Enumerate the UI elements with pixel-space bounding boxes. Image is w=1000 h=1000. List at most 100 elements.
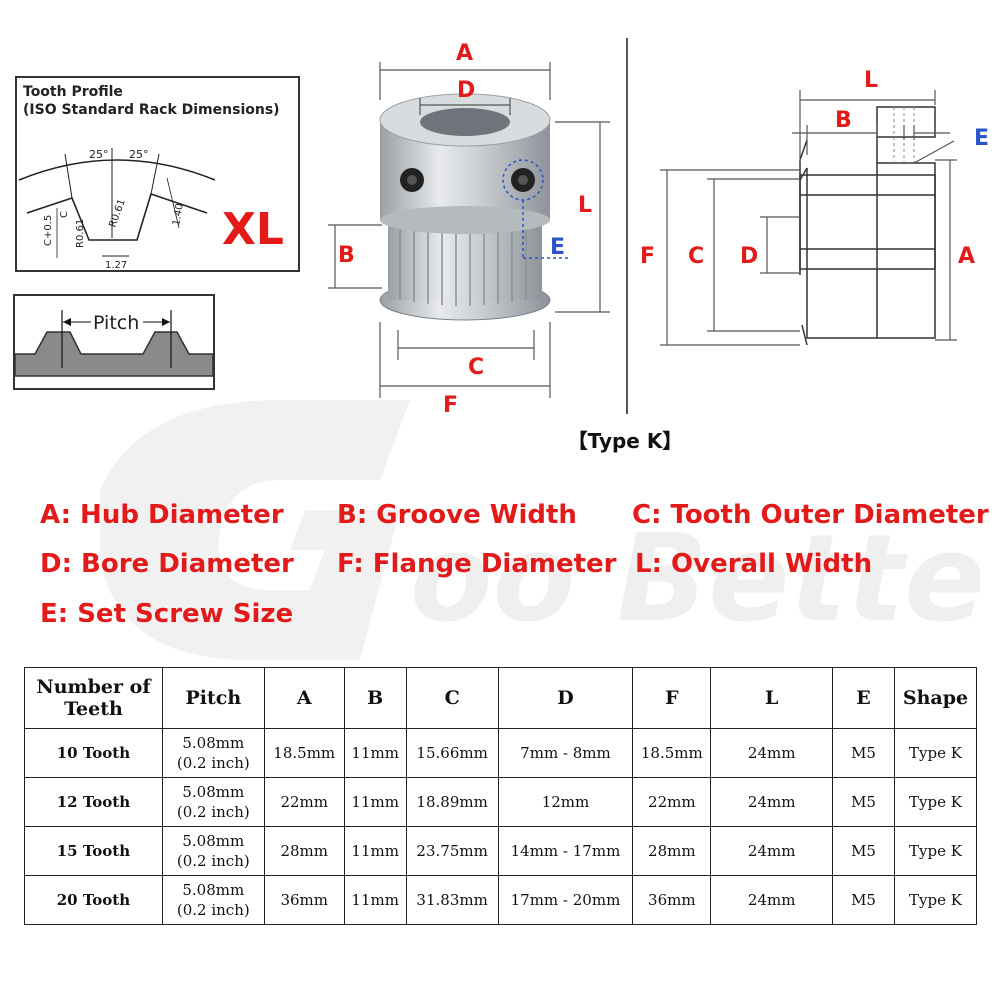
header-l: L bbox=[710, 667, 834, 729]
cell-d: 7mm - 8mm bbox=[497, 728, 634, 778]
cell-pitch: 5.08mm(0.2 inch) bbox=[161, 777, 265, 827]
cell-f: 22mm bbox=[632, 777, 712, 827]
legend-l: L: Overall Width bbox=[635, 549, 873, 579]
pulley-label-a: A bbox=[456, 41, 473, 66]
dim-c05-label: C+0.5 bbox=[43, 215, 54, 246]
table-header-row: Number of Teeth Pitch A B C D F L E Shap… bbox=[24, 667, 978, 729]
header-e: E bbox=[832, 667, 895, 729]
cell-b: 11mm bbox=[343, 875, 407, 925]
table-row: 12 Tooth 5.08mm(0.2 inch) 22mm 11mm 18.8… bbox=[24, 777, 978, 827]
cell-teeth: 20 Tooth bbox=[24, 875, 163, 925]
spec-table: Number of Teeth Pitch A B C D F L E Shap… bbox=[24, 667, 978, 925]
cell-teeth: 10 Tooth bbox=[24, 728, 163, 778]
belt-pitch-drawing: Pitch bbox=[14, 310, 214, 377]
cell-c: 31.83mm bbox=[405, 875, 499, 925]
section-label-l: L bbox=[864, 68, 878, 93]
table-row: 10 Tooth 5.08mm (0.2 inch) 18.5mm 11mm 15… bbox=[24, 728, 978, 778]
tooth-profile-title: Tooth Profile bbox=[23, 84, 123, 100]
header-c: C bbox=[405, 667, 499, 729]
cell-e: M5 bbox=[832, 728, 895, 778]
cell-e: M5 bbox=[832, 777, 895, 827]
section-label-c: C bbox=[688, 244, 704, 269]
cell-pitch: 5.08mm (0.2 inch) bbox=[161, 826, 265, 876]
section-label-e: E bbox=[974, 126, 989, 151]
dim-r061-b-label: R0.61 bbox=[107, 198, 127, 229]
cell-l: 24mm bbox=[710, 826, 834, 876]
pulley-label-b: B bbox=[338, 243, 355, 268]
cell-l: 24mm bbox=[710, 777, 834, 827]
dim-140-label: 1.40 bbox=[171, 203, 186, 227]
angle-left-label: 25° bbox=[89, 148, 109, 161]
legend-d: D: Bore Diameter bbox=[40, 549, 294, 579]
pulley-illustration: A D L B E C F bbox=[328, 41, 610, 418]
tooth-profile-subtitle: (ISO Standard Rack Dimensions) bbox=[23, 102, 280, 118]
cell-l: 24mm bbox=[710, 875, 834, 925]
cell-pitch-mm: 5.08mm bbox=[182, 881, 245, 899]
watermark: oo Better bbox=[100, 400, 980, 660]
cell-f: 28mm bbox=[632, 826, 712, 876]
cell-shape: Type K bbox=[893, 777, 978, 827]
type-caption: 【Type K】 bbox=[567, 429, 683, 453]
header-a: A bbox=[263, 667, 345, 729]
header-shape: Shape bbox=[893, 667, 978, 729]
cell-e: M5 bbox=[832, 826, 895, 876]
table-row: 15 Tooth 5.08mm(0.2 inch) 28mm 11mm 23.7… bbox=[24, 826, 978, 876]
angle-right-label: 25° bbox=[129, 148, 149, 161]
profile-name: XL bbox=[222, 204, 284, 255]
dim-r061-a-label: R0.61 bbox=[75, 219, 86, 248]
cell-d: 17mm - 20mm bbox=[497, 875, 634, 925]
pitch-panel: Pitch bbox=[13, 294, 215, 390]
cell-l: 24mm bbox=[710, 728, 834, 778]
cell-c: 23.75mm bbox=[405, 826, 499, 876]
cell-f: 36mm bbox=[632, 875, 712, 925]
cell-a: 28mm bbox=[263, 826, 345, 876]
section-label-b: B bbox=[835, 108, 852, 133]
header-f: F bbox=[632, 667, 712, 729]
cell-c: 15.66mm bbox=[405, 728, 499, 778]
cell-pitch-mm: 5.08mm bbox=[182, 734, 245, 752]
cell-pitch-inch: (0.2 inch) bbox=[176, 754, 250, 772]
legend-f: F: Flange Diameter bbox=[337, 549, 617, 579]
dim-127-label: 1.27 bbox=[105, 260, 127, 268]
legend-b: B: Groove Width bbox=[337, 500, 577, 530]
cell-a: 36mm bbox=[263, 875, 345, 925]
tooth-profile-panel: Tooth Profile (ISO Standard Rack Dimensi… bbox=[15, 76, 300, 272]
cell-b: 11mm bbox=[343, 826, 407, 876]
table-row: 20 Tooth 5.08mm (0.2 inch) 36mm 11mm 31.8… bbox=[24, 875, 978, 925]
cell-pitch: 5.08mm (0.2 inch) bbox=[161, 875, 265, 925]
section-label-d: D bbox=[740, 244, 758, 269]
cell-shape: Type K bbox=[893, 728, 978, 778]
pulley-label-l: L bbox=[578, 193, 592, 218]
pulley-label-f: F bbox=[443, 393, 458, 418]
cell-f: 18.5mm bbox=[632, 728, 712, 778]
cell-d: 12mm bbox=[497, 777, 634, 827]
pulley-label-c: C bbox=[468, 355, 484, 380]
dim-c-label: C bbox=[59, 211, 70, 218]
section-label-a: A bbox=[958, 244, 975, 269]
cell-shape: Type K bbox=[893, 875, 978, 925]
vertical-divider bbox=[626, 38, 628, 414]
header-d: D bbox=[497, 667, 634, 729]
watermark-text: oo Better bbox=[410, 510, 980, 649]
header-teeth: Number of Teeth bbox=[24, 667, 163, 729]
header-b: B bbox=[343, 667, 407, 729]
cell-pitch-inch: (0.2 inch) bbox=[176, 901, 250, 919]
pitch-label: Pitch bbox=[93, 312, 139, 334]
header-pitch: Pitch bbox=[161, 667, 265, 729]
section-drawing: L B E F C D A bbox=[640, 68, 989, 346]
cell-pitch-inch: (0.2 inch) bbox=[176, 852, 250, 870]
cell-d: 14mm - 17mm bbox=[497, 826, 634, 876]
cell-c: 18.89mm bbox=[405, 777, 499, 827]
cell-pitch-mm: 5.08mm bbox=[182, 832, 245, 850]
legend-c: C: Tooth Outer Diameter bbox=[632, 500, 989, 530]
tooth-profile-drawing: 25° 25° C+0.5 C R0.61 R0.61 1.40 1.27 bbox=[18, 148, 216, 268]
cell-shape: Type K bbox=[893, 826, 978, 876]
cell-a: 22mm bbox=[263, 777, 345, 827]
cell-pitch: 5.08mm (0.2 inch) bbox=[161, 728, 265, 778]
cell-a: 18.5mm bbox=[263, 728, 345, 778]
section-label-f: F bbox=[640, 244, 655, 269]
cell-b: 11mm bbox=[343, 777, 407, 827]
cell-teeth: 12 Tooth bbox=[24, 777, 163, 827]
cell-e: M5 bbox=[832, 875, 895, 925]
cell-b: 11mm bbox=[343, 728, 407, 778]
